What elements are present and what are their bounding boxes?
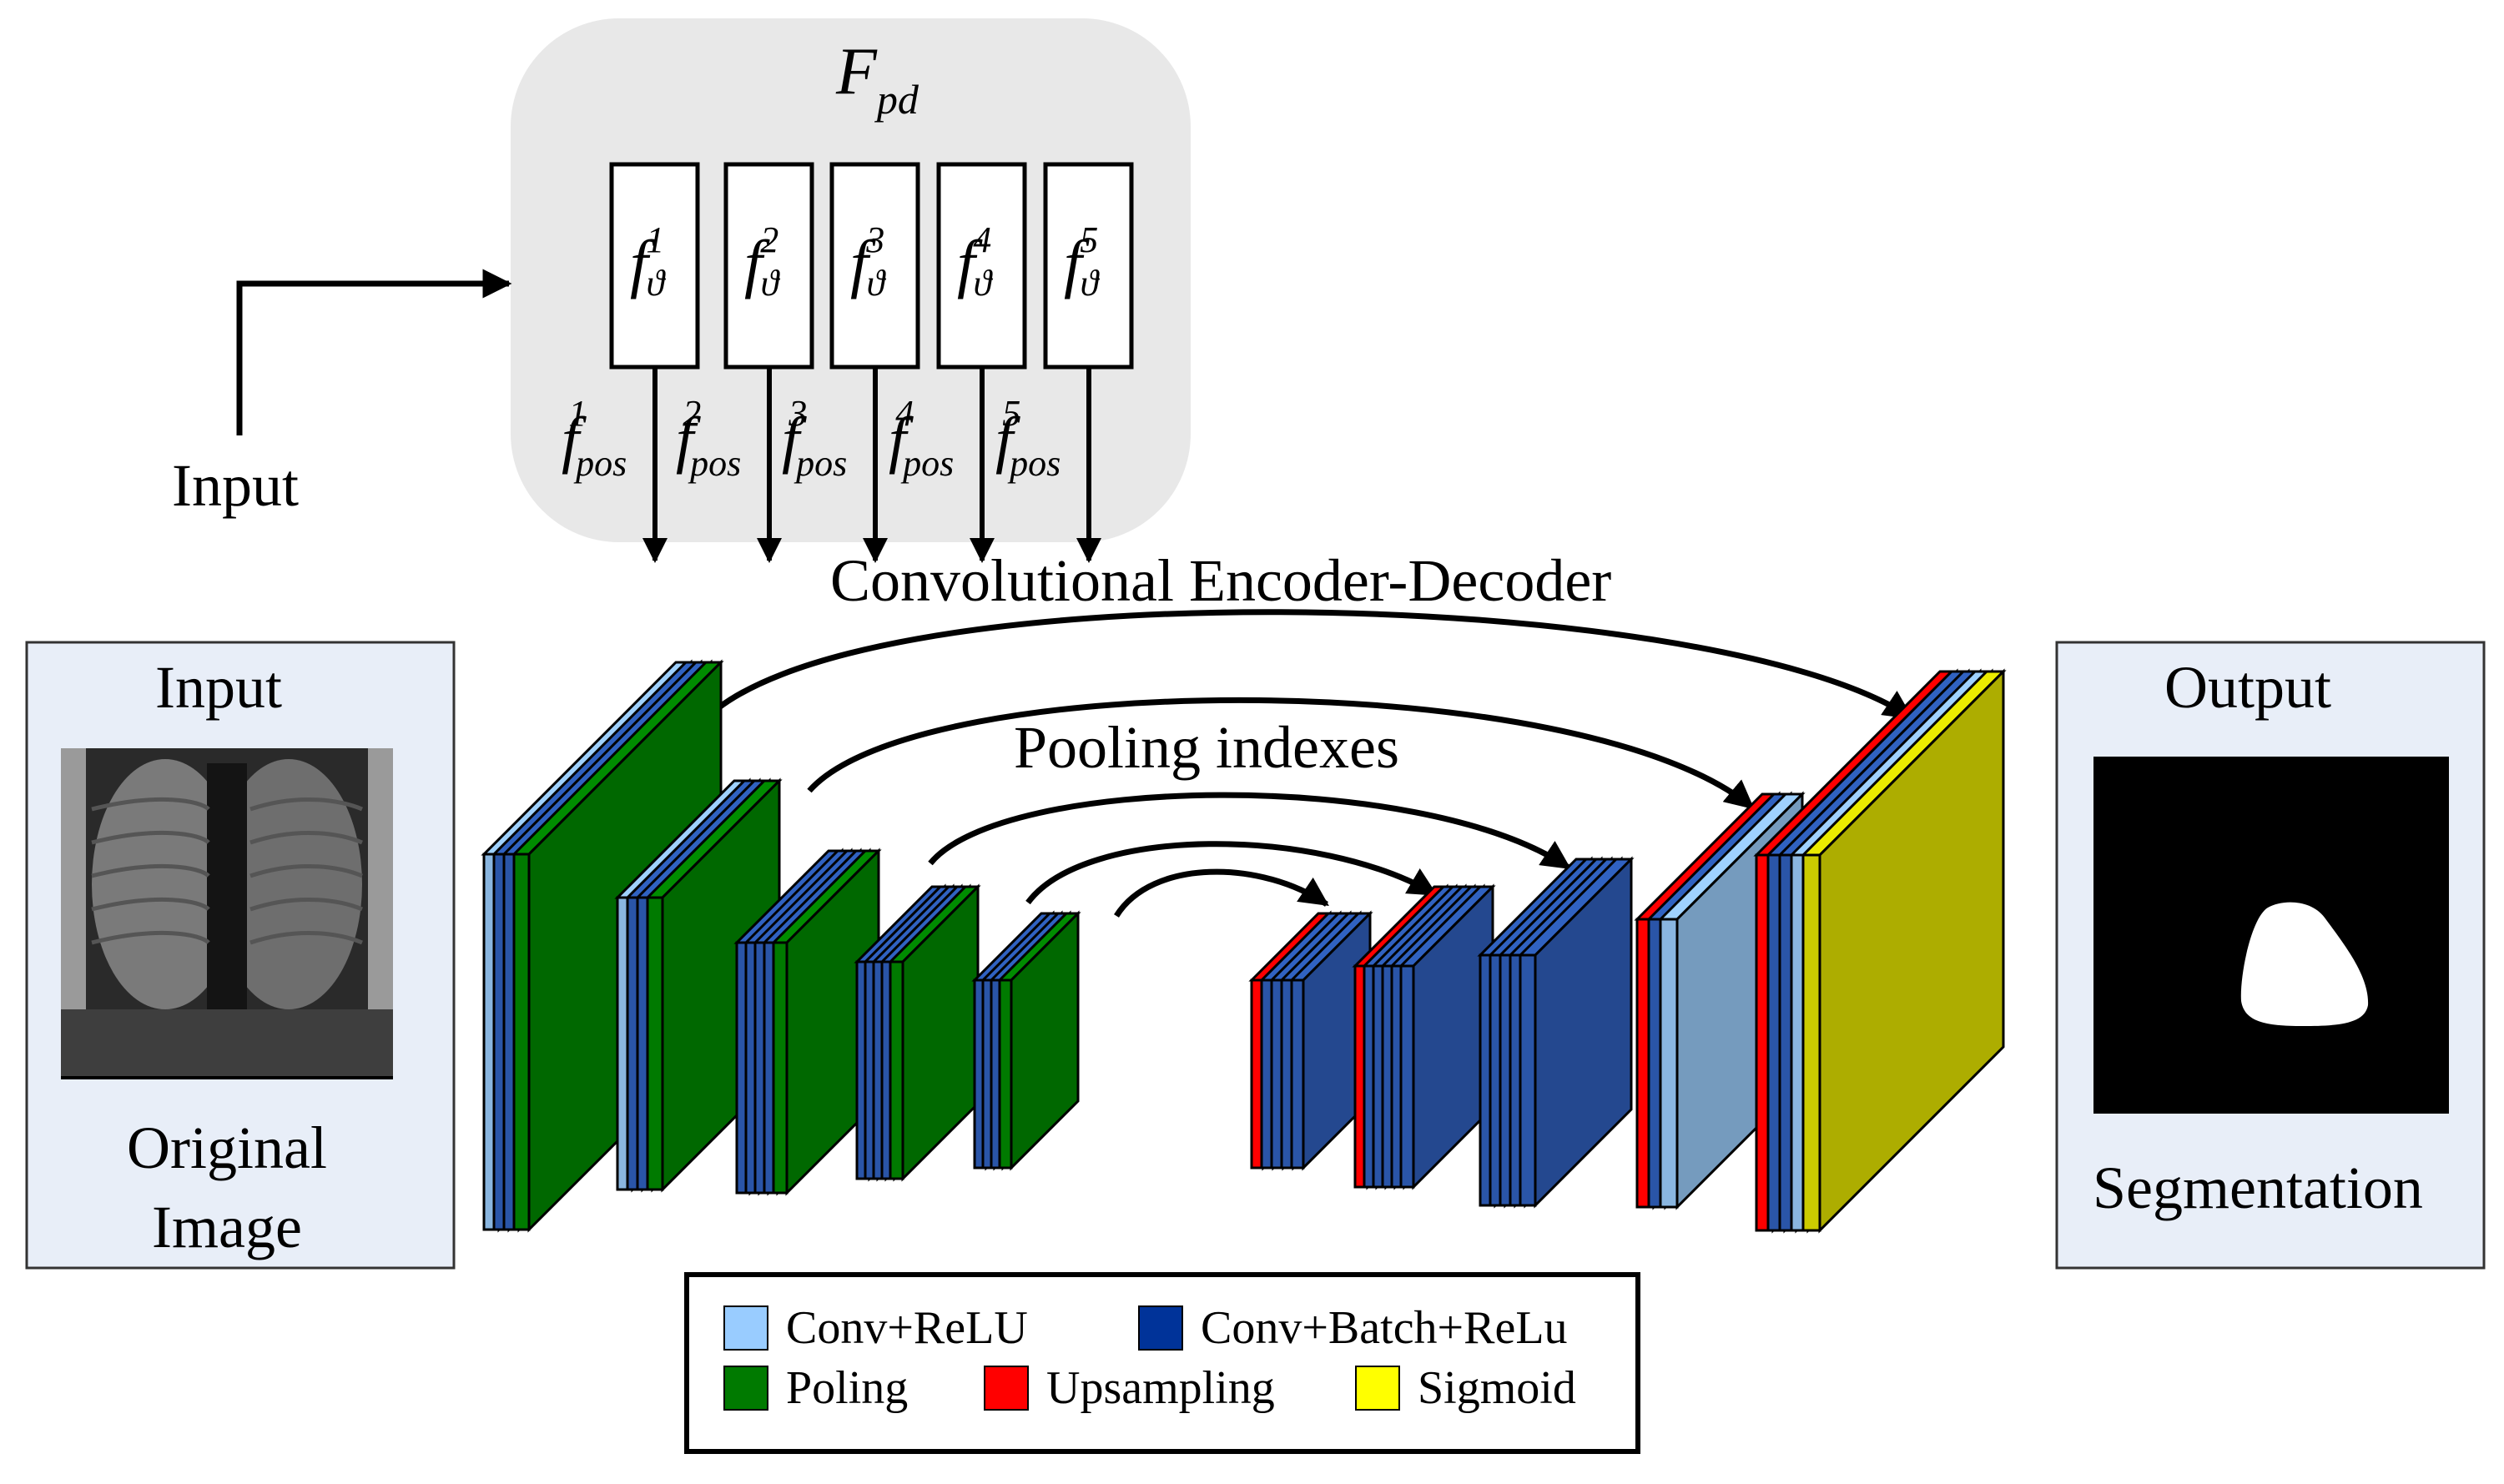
layer-sigmoid: [1800, 668, 2007, 1234]
output-panel-title: Output: [2164, 654, 2331, 721]
input-panel-title: Input: [155, 654, 282, 721]
output-caption: Segmentation: [2093, 1155, 2423, 1221]
pos-label-3: fpos3: [782, 393, 847, 484]
layer-conv-batch-relu: [1398, 883, 1496, 1190]
theta-box-1: [609, 162, 700, 370]
theta-label-2: fϑ2: [744, 219, 781, 304]
theta-label-1: fϑ1: [630, 219, 667, 304]
legend-label-4: Upsampling: [1046, 1362, 1275, 1414]
legend-label-3: Poling: [786, 1362, 908, 1414]
encoder-decoder-title: Convolutional Encoder-Decoder: [830, 547, 1611, 614]
skip-arc-2: [807, 697, 1755, 810]
input-caption-line2: Image: [152, 1194, 302, 1260]
legend-swatch-1: [723, 1305, 768, 1351]
theta-function-boxes: fϑ1 fϑ2 fϑ3 fϑ4 fϑ5: [609, 162, 1134, 370]
skip-arc-5: [1114, 868, 1329, 918]
pooling-indexes-label: Pooling indexes: [1014, 714, 1399, 781]
layer-conv-batch-relu: [1517, 856, 1635, 1209]
fpd-label: Fpd: [835, 35, 919, 123]
theta-box-3: [829, 162, 920, 370]
legend-label-1: Conv+ReLU: [786, 1302, 1028, 1354]
legend-label-2: Conv+Batch+ReLu: [1201, 1302, 1568, 1354]
pooling-index-arcs: [697, 609, 1913, 918]
pos-label-5: fpos5: [995, 393, 1061, 484]
theta-box-4: [936, 162, 1027, 370]
legend-swatch-3: [723, 1366, 768, 1411]
legend-swatch-4: [984, 1366, 1029, 1411]
input-caption-line1: Original: [127, 1114, 327, 1181]
input-arrow: [236, 269, 512, 435]
theta-box-2: [723, 162, 814, 370]
layer-pooling: [996, 910, 1081, 1171]
pos-label-4: fpos4: [889, 393, 954, 484]
skip-arc-4: [1025, 841, 1438, 905]
layer-conv-batch-relu: [1288, 910, 1373, 1171]
legend-swatch-2: [1138, 1305, 1183, 1351]
xray-image: [61, 748, 393, 1079]
theta-label-5: fϑ5: [1064, 219, 1101, 304]
skip-arc-3: [928, 792, 1571, 870]
segmentation-blob: [2240, 902, 2369, 1026]
theta-label-3: fϑ3: [850, 219, 887, 304]
legend-swatch-5: [1355, 1366, 1400, 1411]
network-layers: [481, 659, 2007, 1234]
pos-label-2: fpos2: [676, 393, 741, 484]
skip-arc-1: [697, 609, 1913, 728]
theta-label-4: fϑ4: [957, 219, 994, 304]
input-top-label: Input: [172, 452, 299, 519]
legend-box: [684, 1272, 1640, 1454]
legend-label-5: Sigmoid: [1418, 1362, 1576, 1414]
